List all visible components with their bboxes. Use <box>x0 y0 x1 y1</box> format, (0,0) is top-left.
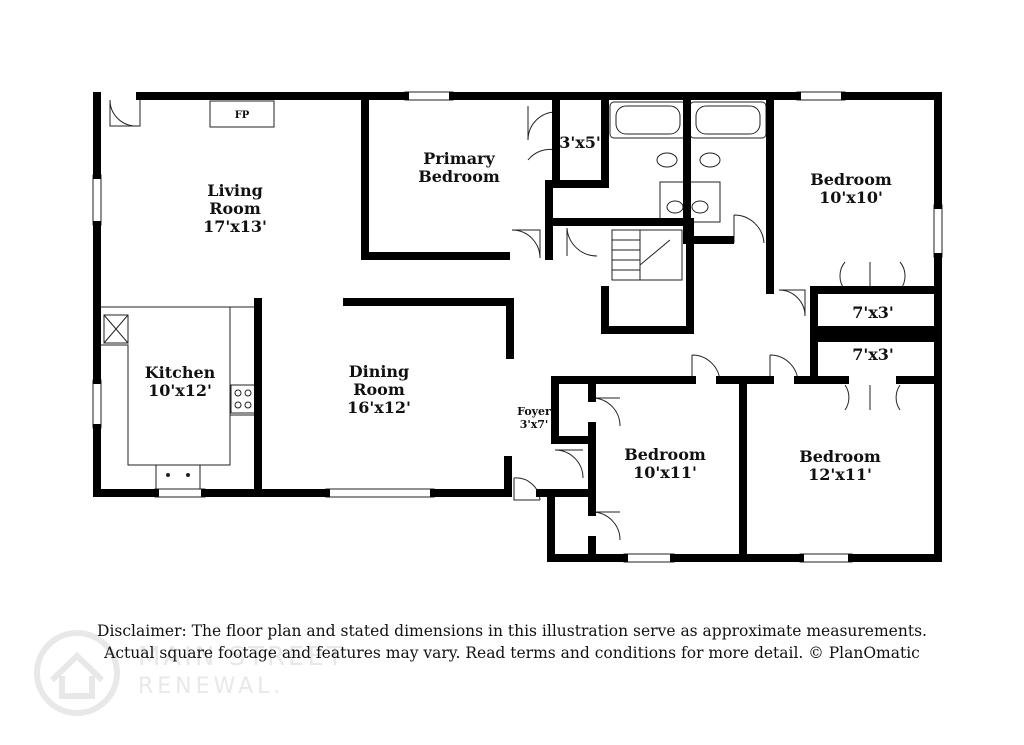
bedroom-se-size: 12'x11' <box>808 465 872 484</box>
window-bedroom-ne-north <box>796 91 846 101</box>
primary-closet-size: 3'x5' <box>559 133 601 152</box>
bedroom-ne-name: Bedroom <box>810 170 892 189</box>
fireplace <box>209 100 275 128</box>
door-closet-ne <box>839 261 906 291</box>
kitchen-counter-east <box>230 306 256 416</box>
dining-room-size: 16'x12' <box>347 398 411 417</box>
door-closet-s <box>591 511 621 541</box>
door-bedroom-ne <box>778 289 806 317</box>
disclaimer: Disclaimer: The floor plan and stated di… <box>0 620 1024 664</box>
window-bedroom-ne-east <box>933 204 943 258</box>
door-foyer <box>554 449 584 479</box>
living-room-name-2: Room <box>209 199 261 218</box>
bedroom-s-size: 10'x11' <box>633 463 697 482</box>
walls <box>93 92 942 562</box>
kitchen-range <box>230 384 256 414</box>
window-kitchen-west <box>92 379 102 429</box>
disclaimer-line-1: Disclaimer: The floor plan and stated di… <box>97 622 927 640</box>
dining-room-name-2: Room <box>353 380 405 399</box>
toilet-1 <box>656 152 678 168</box>
bedroom-s-name: Bedroom <box>624 445 706 464</box>
floor-plan: FP Living Room 17'x13' Primary Bedroom 3… <box>92 91 943 563</box>
dining-room-name-1: Dining <box>349 362 409 381</box>
bedroom-ne-size: 10'x10' <box>819 188 883 207</box>
door-closet-se <box>844 384 901 411</box>
door-bath <box>566 227 598 257</box>
window-living-west <box>92 174 102 226</box>
primary-bedroom-name-2: Bedroom <box>418 167 500 186</box>
closet-se-size: 7'x3' <box>852 345 894 364</box>
window-dining-south <box>325 488 435 498</box>
foyer-size: 3'x7' <box>520 418 549 431</box>
window-kitchen-south <box>154 488 206 498</box>
kitchen-name: Kitchen <box>145 363 216 382</box>
kitchen-size: 10'x12' <box>148 381 212 400</box>
primary-bedroom-name-1: Primary <box>423 149 495 168</box>
window-primary-north <box>404 91 454 101</box>
stairs <box>611 229 683 281</box>
kitchen-fridge <box>103 314 129 344</box>
door-bedroom-s <box>691 354 721 384</box>
door-bath-2 <box>733 214 765 244</box>
window-bedroom-se-south <box>799 553 853 563</box>
window-bedroom-s-south <box>623 553 675 563</box>
disclaimer-line-2: Actual square footage and features may v… <box>104 644 920 662</box>
door-primary <box>511 229 541 259</box>
foyer-name: Foyer <box>517 405 551 418</box>
living-room-name-1: Living <box>207 181 263 200</box>
living-room-size: 17'x13' <box>203 217 267 236</box>
kitchen-sink <box>155 464 201 490</box>
bedroom-se-name: Bedroom <box>799 447 881 466</box>
fireplace-label: FP <box>235 110 250 121</box>
closet-ne-size: 7'x3' <box>852 303 894 322</box>
watermark-sub: RENEWAL. <box>138 674 285 699</box>
door-closet-primary <box>527 106 557 161</box>
door-foyer-closet <box>591 397 621 427</box>
door-bedroom-se <box>769 354 799 384</box>
toilet-2 <box>699 152 721 168</box>
door-exterior-nw <box>109 100 141 127</box>
